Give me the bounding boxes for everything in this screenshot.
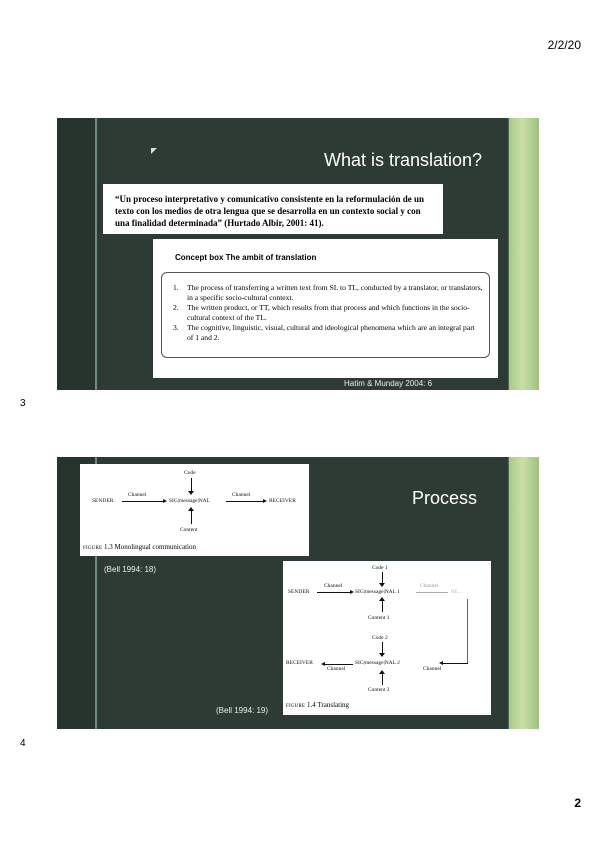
arrow-line xyxy=(191,478,192,492)
arrow-up-icon xyxy=(379,670,385,674)
slide-decorative-strip xyxy=(509,118,539,390)
content-label: Content xyxy=(180,527,198,533)
content-2-label: Content 2 xyxy=(368,687,390,693)
arrow-up-icon xyxy=(188,507,194,511)
concept-list: 1. The process of transferring a written… xyxy=(171,283,483,343)
arrow-left-icon xyxy=(321,662,325,666)
slide-what-is-translation: What is translation? “Un proceso interpr… xyxy=(57,118,539,390)
channel-label: Channel xyxy=(232,492,251,498)
slide-process: Process Code SENDER Channel SIG|message|… xyxy=(57,457,539,729)
arrow-right-icon xyxy=(163,499,167,503)
arrow-left-icon xyxy=(439,661,443,665)
page-number: 2 xyxy=(574,796,581,810)
arrow-down-icon xyxy=(379,583,385,587)
concept-box: Concept box The ambit of translation 1. … xyxy=(153,239,498,378)
arrow-line xyxy=(325,664,353,665)
figure-caption: FIGURE 1.4 Translating xyxy=(286,701,350,709)
content-1-label: Content 1 xyxy=(368,615,390,621)
arrow-line xyxy=(317,592,351,593)
arrow-line xyxy=(382,673,383,685)
figure-monolingual: Code SENDER Channel SIG|message|NAL Chan… xyxy=(80,464,309,556)
slide-citation: Hatim & Munday 2004: 6 xyxy=(344,379,433,388)
slide-number: 4 xyxy=(20,738,26,749)
concept-box-frame xyxy=(161,272,490,358)
arrow-right-icon xyxy=(263,499,267,503)
channel-faded-label: Channel xyxy=(420,583,439,589)
arrow-down-icon xyxy=(188,491,194,495)
sender-label: SENDER xyxy=(288,589,310,595)
corner-mark-icon xyxy=(151,148,157,154)
arrow-line xyxy=(226,501,264,502)
arrow-line xyxy=(382,600,383,612)
header-date: 2/2/20 xyxy=(547,38,581,52)
arrow-up-icon xyxy=(379,597,385,601)
signal-2-label: SIG|message|NAL 2 xyxy=(355,660,400,666)
slide-right-line xyxy=(508,118,509,390)
slide-title: What is translation? xyxy=(324,150,483,170)
slide-decorative-strip xyxy=(509,457,539,729)
code-2-label: Code 2 xyxy=(372,635,388,641)
slide-title: Process xyxy=(412,488,478,508)
receiver-label: RECEIVER xyxy=(286,660,313,666)
channel-label: Channel xyxy=(423,666,442,672)
concept-item: 2. The written product, or TT, which res… xyxy=(173,303,470,322)
concept-item: 3. The cognitive, linguistic, visual, cu… xyxy=(173,323,475,342)
slide-right-line xyxy=(508,457,509,729)
sender-label: SENDER xyxy=(92,498,114,504)
figure-caption: FIGURE 1.3 Monolingual communication xyxy=(83,543,196,551)
receiver-faded-label: RE... xyxy=(451,589,463,595)
channel-label: Channel xyxy=(128,492,147,498)
slide-divider-line xyxy=(95,118,97,390)
citation-bell-19: (Bell 1994: 19) xyxy=(216,706,269,715)
quote-box: “Un proceso interpretativo y comunicativ… xyxy=(103,184,443,234)
arrow-line xyxy=(191,510,192,524)
channel-label: Channel xyxy=(324,583,343,589)
signal-label: SIG|message|NAL xyxy=(169,498,211,504)
arrow-line xyxy=(416,592,448,593)
arrow-line xyxy=(382,572,383,584)
citation-bell-18: (Bell 1994: 18) xyxy=(104,565,157,574)
concept-item: 1. The process of transferring a written… xyxy=(173,283,483,302)
arrow-line xyxy=(122,501,164,502)
loop-line xyxy=(443,663,468,664)
slide-number: 3 xyxy=(20,398,26,409)
code-1-label: Code 1 xyxy=(372,565,388,571)
loop-line xyxy=(467,599,468,663)
code-label: Code xyxy=(184,470,196,476)
arrow-line xyxy=(382,642,383,654)
signal-1-label: SIG|message|NAL 1 xyxy=(355,589,400,595)
arrow-down-icon xyxy=(379,653,385,657)
receiver-label: RECEIVER xyxy=(269,498,296,504)
arrow-right-icon xyxy=(350,590,354,594)
channel-label: Channel xyxy=(327,666,346,672)
slide-left-strip xyxy=(57,118,95,390)
slide-divider-line xyxy=(95,457,97,729)
figure-translating: Code 1 SENDER Channel SIG|message|NAL 1 … xyxy=(283,561,491,715)
concept-box-title: Concept box The ambit of translation xyxy=(175,253,317,262)
